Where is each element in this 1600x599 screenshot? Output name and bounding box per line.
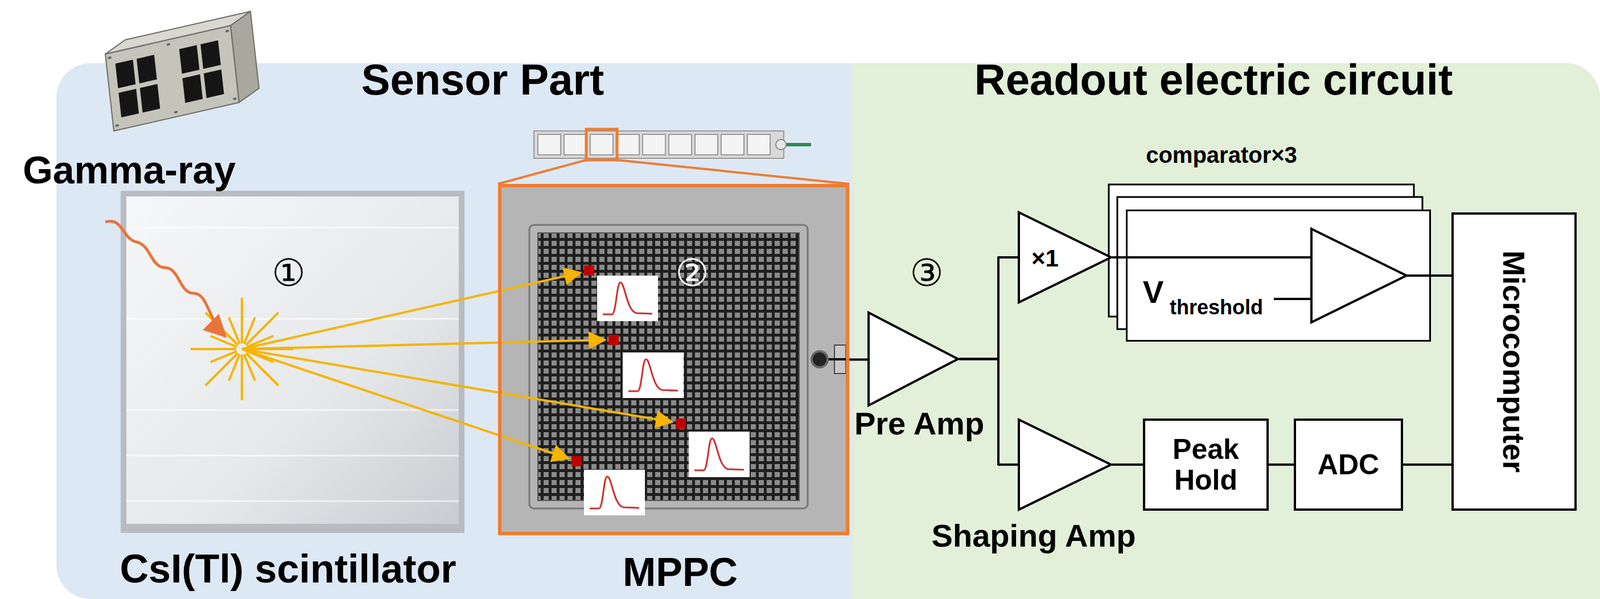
detector-windows <box>107 29 237 127</box>
crystal-face <box>126 196 459 524</box>
crystal-streaks <box>126 227 459 501</box>
comparator-stack <box>1108 184 1431 342</box>
node-label: CsI(Tl) scintillator <box>119 548 456 589</box>
node-label: ADC <box>1301 449 1396 480</box>
signal-wire <box>959 359 1018 466</box>
node-label: Sensor Part <box>361 58 605 102</box>
connector-pin <box>811 351 828 368</box>
amplifier-symbol <box>1018 212 1112 303</box>
signal-wire <box>1403 463 1452 466</box>
signal-wire <box>849 358 868 361</box>
crystal-edge <box>120 190 465 533</box>
callout-number: ③ <box>909 254 944 292</box>
amplifier-outline <box>1017 418 1113 511</box>
mppc-sensor: MPPC <box>498 183 850 536</box>
callout-number: ② <box>675 254 709 292</box>
node-label: Microcomputer <box>1498 250 1530 473</box>
amplifier-outline <box>867 311 960 407</box>
node-label: Shaping Amp <box>931 519 1137 552</box>
scintillator-crystal: CsI(Tl) scintillator <box>120 190 465 533</box>
scintillator-photo <box>120 190 465 533</box>
fired-pixels <box>571 265 686 467</box>
node-label: Readout electric circuit <box>974 58 1454 102</box>
light-rays <box>241 272 672 459</box>
node-label: threshold <box>1169 297 1264 318</box>
comparator-symbol <box>1311 228 1407 323</box>
buffer-triangle: ×1 <box>1017 211 1113 304</box>
connector-wire <box>827 358 850 361</box>
shaping-amp-triangle: Shaping Amp <box>1017 418 1113 511</box>
node-label: V <box>1142 276 1164 308</box>
signal-wire <box>1430 274 1452 277</box>
callout-number: ① <box>271 254 306 292</box>
preamp-triangle: Pre Amp <box>867 311 960 407</box>
mppc-package <box>501 187 846 532</box>
amplifier-symbol <box>1018 419 1112 510</box>
amplifier-symbol <box>868 312 958 406</box>
adc-box: ADC <box>1293 418 1404 511</box>
signal-wire <box>1268 463 1294 466</box>
signal-wire <box>1112 463 1143 466</box>
detector-photo <box>105 11 259 131</box>
signal-wire <box>959 257 1018 360</box>
microcomputer-box: Microcomputer <box>1451 212 1577 511</box>
signal-wire <box>1112 256 1126 259</box>
node-label: comparator×3 <box>1145 143 1298 167</box>
zoom-highlight <box>498 129 850 184</box>
mppc-window <box>529 224 808 509</box>
detector-front <box>105 25 240 131</box>
node-label: ×1 <box>1031 246 1059 271</box>
node-label: Peak Hold <box>1150 433 1261 496</box>
pulse-insets <box>583 275 750 516</box>
mppc-photo <box>501 187 850 532</box>
peak-hold-box: Peak Hold <box>1142 418 1269 511</box>
mppc-array-photo <box>533 130 812 159</box>
node-label: Pre Amp <box>854 407 985 440</box>
incident-label: Gamma-ray <box>22 150 236 189</box>
node-label: MPPC <box>622 552 738 592</box>
readout-panel: Readout electric circuitPre Amp×1compara… <box>852 63 1600 599</box>
gamma-ray-path <box>105 220 225 336</box>
comparator-box: comparator×3Vthreshold <box>1125 209 1431 342</box>
